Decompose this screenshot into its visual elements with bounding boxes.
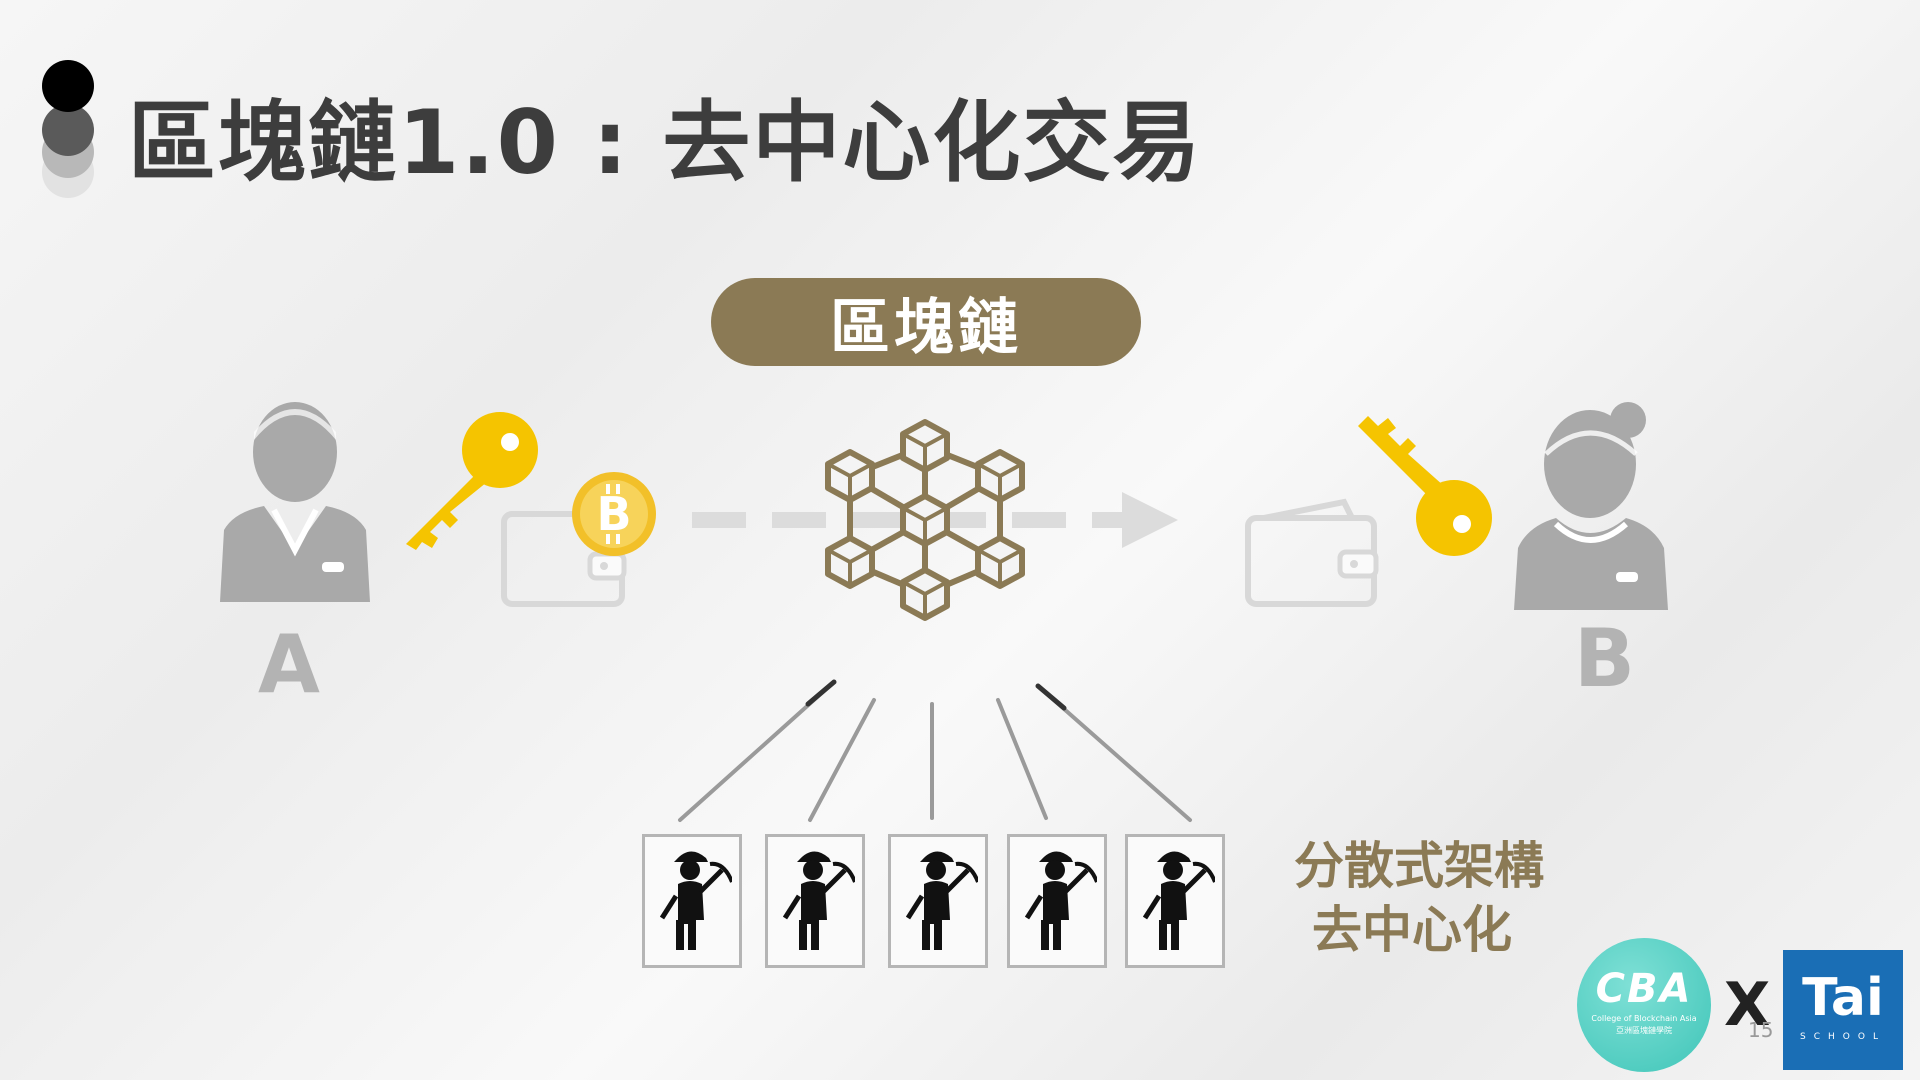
bitcoin-icon: B xyxy=(572,472,656,556)
page-number: 15 xyxy=(1748,1018,1774,1042)
tai-logo-subtitle: SCHOOL xyxy=(1800,1032,1886,1042)
miner-connectors xyxy=(678,679,1192,822)
stacked-circles-icon xyxy=(42,60,94,198)
key-icon xyxy=(1358,416,1492,556)
cba-logo-subtitle-en: College of Blockchain Asia xyxy=(1591,1014,1697,1023)
caption-line-1: 分散式架構 xyxy=(1294,837,1544,895)
miner-icon xyxy=(1143,851,1215,950)
blockchain-network-icon xyxy=(825,419,1025,621)
caption-line-2: 去中心化 xyxy=(1312,901,1512,959)
slide-title: 區塊鏈1.0 : 去中心化交易 xyxy=(128,91,1203,194)
logo-separator: X xyxy=(1724,970,1771,1040)
tai-school-logo: Tai SCHOOL xyxy=(1783,950,1903,1070)
tai-logo-text: Tai xyxy=(1802,968,1884,1028)
wallet-icon xyxy=(1245,498,1379,607)
cba-logo-subtitle-zh: 亞洲區塊鏈學院 xyxy=(1616,1026,1672,1035)
blockchain-label: 區塊鏈 xyxy=(711,278,1141,366)
businessman-icon xyxy=(220,402,370,602)
wallet-icon xyxy=(501,511,627,607)
miner-icon xyxy=(1025,851,1097,950)
svg-text:B: B xyxy=(596,487,631,541)
person-a-label: A xyxy=(258,618,320,711)
decentralized-caption: 分散式架構 去中心化 xyxy=(1294,834,1544,962)
miner-icon xyxy=(783,851,855,950)
miner-icon xyxy=(660,851,732,950)
cba-logo: CBA College of Blockchain Asia 亞洲區塊鏈學院 xyxy=(1577,938,1711,1072)
cba-logo-text: CBA xyxy=(1595,966,1693,1012)
key-icon xyxy=(406,412,538,550)
businesswoman-icon xyxy=(1514,402,1668,610)
person-b-label: B xyxy=(1574,612,1635,705)
miner-icon xyxy=(906,851,978,950)
dashed-arrow xyxy=(692,492,1178,548)
